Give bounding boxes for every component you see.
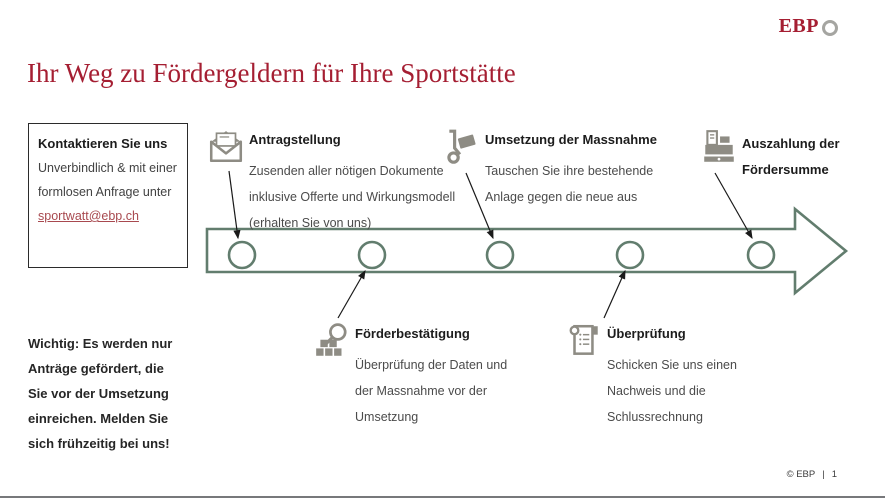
step-title: Umsetzung der Massnahme — [485, 132, 657, 147]
contact-line: Unverbindlich & mit einer — [38, 161, 177, 175]
step-text-line: Schicken Sie uns einen — [607, 358, 737, 372]
slide-footer: © EBP | 1 — [787, 469, 837, 480]
footer-page-number: 1 — [831, 469, 837, 480]
milestone-circle — [227, 240, 257, 270]
contact-line: formlosen Anfrage unter — [38, 185, 172, 199]
milestone-circle — [357, 240, 387, 270]
cash-register-icon — [704, 130, 734, 162]
step-text-line: Zusenden aller nötigen Dokumente — [249, 164, 444, 178]
connector-arrow — [228, 170, 241, 240]
step-text-line: Überprüfung der Daten und — [355, 358, 508, 372]
step-text-line: (erhalten Sie von uns) — [249, 216, 372, 230]
magnifier-blocks-icon — [316, 323, 347, 356]
important-note-line: Sie vor der Umsetzung — [28, 386, 169, 401]
ring-icon — [822, 19, 838, 36]
milestone-circle — [615, 240, 645, 270]
important-note-line: sich frühzeitig bei uns! — [28, 436, 170, 451]
milestone-circle — [485, 240, 515, 270]
contact-email-link[interactable]: sportwatt@ebp.ch — [38, 209, 139, 223]
contact-box: Kontaktieren Sie uns Unverbindlich & mit… — [28, 123, 188, 268]
ebp-logo: EBP — [779, 15, 838, 38]
step-text-line: Umsetzung — [355, 410, 419, 424]
connector-arrow — [603, 269, 626, 319]
important-note-line: Anträge gefördert, die — [28, 361, 164, 376]
important-note-line: einreichen. Melden Sie — [28, 411, 169, 426]
handtruck-icon — [447, 129, 476, 164]
bottom-bar — [0, 496, 885, 498]
step-text-line: inklusive Offerte und Wirkungsmodell — [249, 190, 456, 204]
step-title: Überprüfung — [607, 326, 686, 341]
milestone-circle — [746, 240, 776, 270]
important-note: Wichtig: Es werden nur Anträge gefördert… — [28, 331, 172, 456]
step-text-line: Anlage gegen die neue aus — [485, 190, 638, 204]
step-text-line: Nachweis und die — [607, 384, 706, 398]
footer-copyright: © EBP — [786, 469, 816, 480]
step-title: Förderbestätigung — [355, 326, 470, 341]
contact-heading: Kontaktieren Sie uns — [38, 136, 168, 151]
step-text-line: Tauschen Sie ihre bestehende — [485, 164, 654, 178]
envelope-icon — [209, 131, 243, 162]
step-text-line: der Massnahme vor der — [355, 384, 488, 398]
important-note-line: Wichtig: Es werden nur — [28, 336, 173, 351]
connector-arrow — [337, 269, 366, 319]
step-text-line: Schlussrechnung — [607, 410, 703, 424]
step-title: Auszahlung der Fördersumme — [742, 136, 840, 177]
footer-separator: | — [822, 469, 825, 480]
ebp-logo-text: EBP — [778, 15, 819, 37]
receipt-icon — [569, 324, 598, 355]
step-title: Antragstellung — [249, 132, 341, 147]
page-title: Ihr Weg zu Fördergeldern für Ihre Sports… — [27, 58, 516, 88]
